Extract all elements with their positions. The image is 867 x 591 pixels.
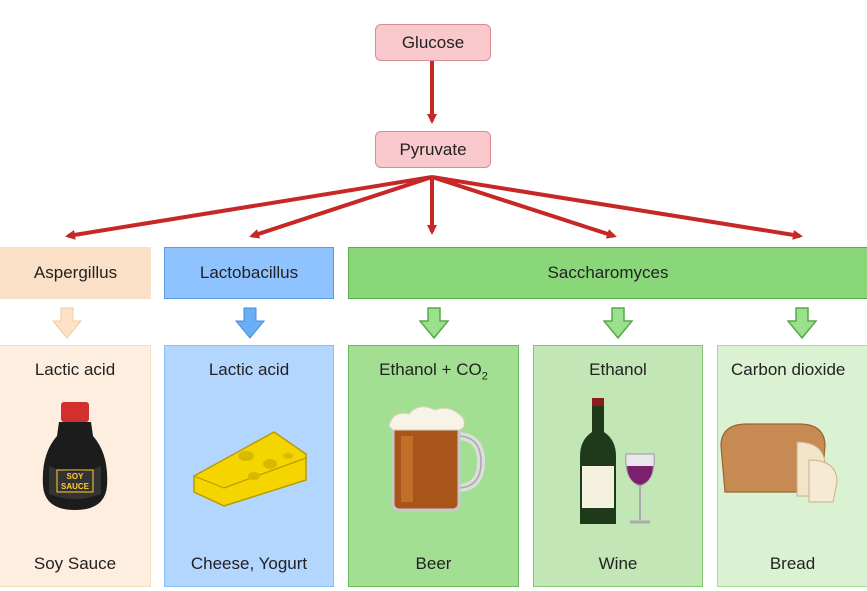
food-label: Beer	[415, 554, 452, 573]
saccharomyces-box: Saccharomyces	[348, 247, 867, 299]
down-arrow-icon	[52, 307, 82, 339]
beer-panel: Ethanol + CO2 Beer	[348, 345, 519, 587]
food-label: Cheese, Yogurt	[190, 554, 308, 573]
svg-text:SAUCE: SAUCE	[61, 482, 90, 491]
arrow-to-wine	[431, 175, 617, 239]
soy-sauce-panel: Lactic acid SOY SAUCE Soy Sauce	[0, 345, 151, 587]
down-arrow-icon	[419, 307, 449, 339]
lactobacillus-box: Lactobacillus	[164, 247, 334, 299]
product-label: Ethanol + CO2	[379, 360, 488, 383]
beer-mug-icon	[387, 406, 485, 512]
glucose-label: Glucose	[401, 32, 465, 52]
glucose-node: Glucose	[375, 24, 491, 61]
product-label: Carbon dioxide	[731, 360, 846, 379]
arrow-to-aspergillus	[65, 175, 433, 240]
pyruvate-node: Pyruvate	[375, 131, 491, 168]
wine-bottle-glass-icon	[580, 398, 655, 524]
product-label: Ethanol	[589, 360, 647, 379]
down-arrow-icon	[603, 307, 633, 339]
bread-panel: Carbon dioxide Bread	[717, 345, 867, 587]
arrow-to-lactobacillus	[249, 175, 433, 239]
cheese-panel: Lactic acid Cheese, Yogurt	[164, 345, 334, 587]
aspergillus-box: Aspergillus	[0, 247, 151, 299]
down-arrow-icon	[235, 307, 265, 339]
arrow-to-bread	[431, 175, 803, 240]
aspergillus-label: Aspergillus	[33, 263, 118, 282]
down-arrow-icon	[787, 307, 817, 339]
cheese-icon	[193, 431, 307, 507]
lactobacillus-label: Lactobacillus	[199, 263, 299, 282]
product-label: Lactic acid	[208, 360, 290, 379]
food-label: Wine	[598, 554, 638, 573]
saccharomyces-label: Saccharomyces	[547, 263, 669, 282]
svg-text:SOY: SOY	[67, 472, 85, 481]
soy-sauce-bottle-icon: SOY SAUCE	[42, 402, 108, 510]
bread-loaf-icon	[720, 423, 838, 503]
wine-panel: Ethanol Wine	[533, 345, 703, 587]
food-label: Bread	[769, 554, 816, 573]
pyruvate-label: Pyruvate	[399, 139, 467, 159]
food-label: Soy Sauce	[33, 554, 117, 573]
product-label: Lactic acid	[34, 360, 116, 379]
